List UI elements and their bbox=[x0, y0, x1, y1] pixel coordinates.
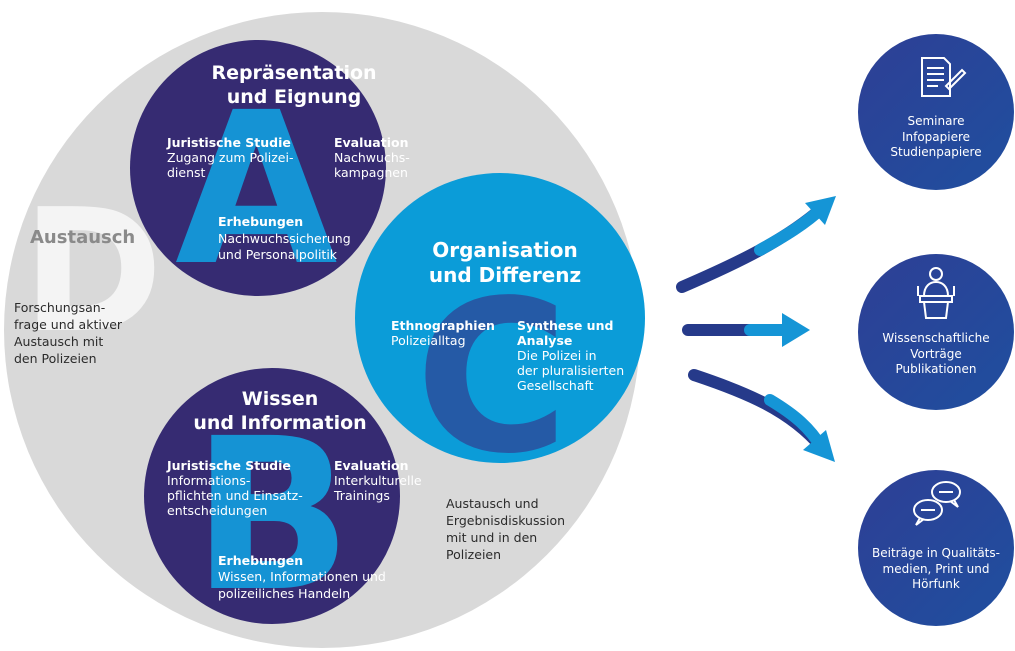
letter-b: B bbox=[192, 393, 352, 638]
circle-c: C bbox=[355, 173, 645, 500]
circle-c-item-2: Synthese und Analyse Die Polizei in der … bbox=[517, 318, 625, 393]
document-pen-icon bbox=[921, 57, 967, 97]
circle-a-item-1: Juristische Studie Zugang zum Polizei- d… bbox=[167, 135, 294, 180]
outcome-circle-2 bbox=[858, 254, 1014, 410]
outcome-circle-3 bbox=[858, 470, 1014, 626]
austausch-body: Forschungsan- frage und aktiver Austausc… bbox=[14, 300, 123, 366]
speaker-podium-icon bbox=[917, 267, 955, 319]
circle-c-title: Organisation und Differenz bbox=[428, 238, 582, 287]
circle-b-item-2: Evaluation Interkulturelle Trainings bbox=[334, 458, 422, 503]
outcome-label-2: Wissenschaftliche Vorträge Publikationen bbox=[882, 331, 990, 377]
circle-c-item-1: Ethnographien Polizeialltag bbox=[391, 318, 495, 348]
circle-a-title: Repräsentation und Eignung bbox=[211, 62, 377, 108]
exchange-note: Austausch und Ergebnisdiskussion mit und… bbox=[446, 496, 566, 562]
letter-c: C bbox=[415, 255, 569, 500]
circle-a: A bbox=[130, 40, 386, 312]
outcome-circle-1 bbox=[858, 34, 1014, 190]
circle-b-item-1: Juristische Studie Informations- pflicht… bbox=[167, 458, 303, 518]
austausch-title: Austausch bbox=[30, 227, 136, 248]
outcome-label-3: Beiträge in Qualitäts- medien, Print und… bbox=[872, 546, 1000, 592]
letter-a: A bbox=[175, 67, 338, 312]
circle-b-title: Wissen und Information bbox=[193, 388, 367, 434]
circle-b: B bbox=[144, 368, 400, 638]
arrows bbox=[676, 196, 836, 462]
outcome-label-1: Seminare Infopapiere Studienpapiere bbox=[890, 114, 982, 160]
circle-b-item-3: Erhebungen Wissen, Informationen und pol… bbox=[218, 553, 386, 601]
circle-a-item-2: Evaluation Nachwuchs- kampagnen bbox=[334, 135, 410, 180]
circle-a-item-3: Erhebungen Nachwuchssicherung und Person… bbox=[218, 214, 351, 262]
arrow-down bbox=[688, 369, 828, 454]
speech-bubbles-icon bbox=[913, 481, 961, 526]
